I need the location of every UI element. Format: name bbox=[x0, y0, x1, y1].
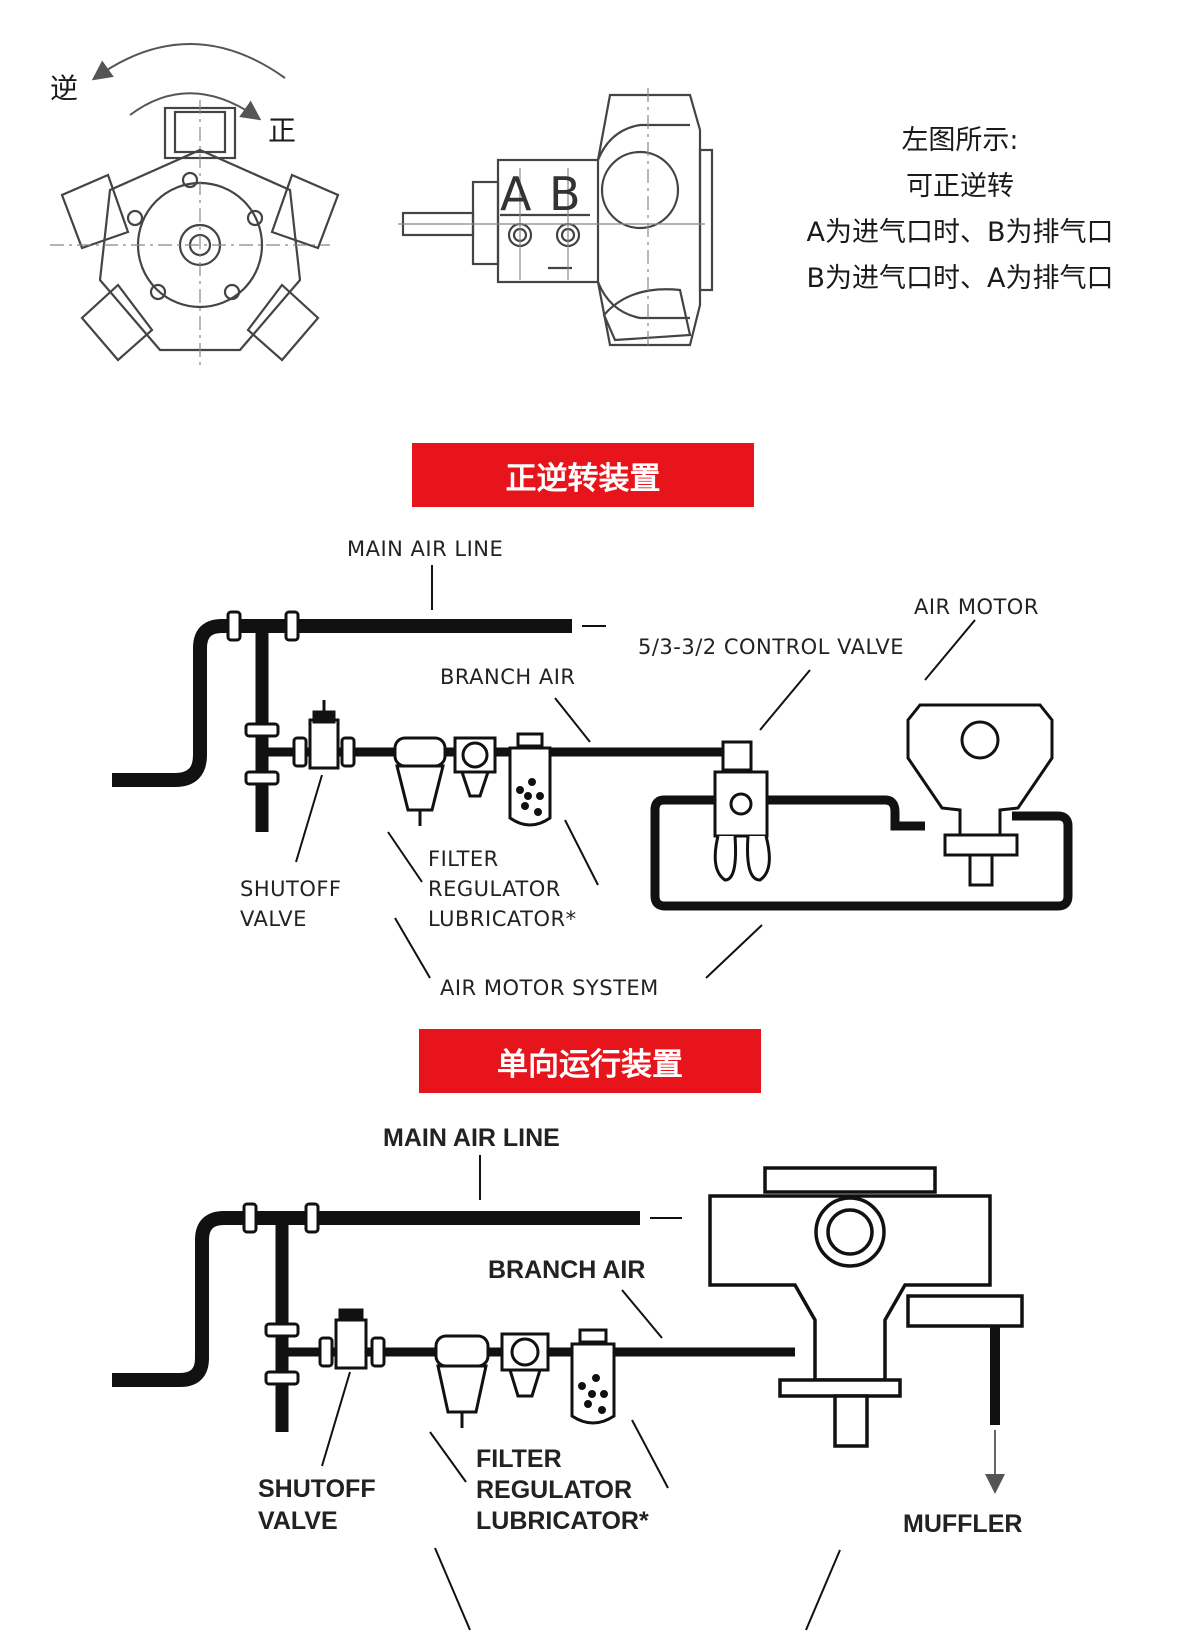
banner-reversing: 正逆转装置 bbox=[412, 443, 754, 507]
label-regulator: REGULATOR bbox=[428, 877, 561, 901]
reversing-system-diagram bbox=[112, 565, 1073, 979]
motor-side-view bbox=[398, 88, 714, 350]
label-control-valve: 5/3-3/2 CONTROL VALVE bbox=[638, 635, 904, 659]
label-valve: VALVE bbox=[240, 907, 307, 931]
reverse-label: 逆 bbox=[50, 72, 78, 105]
label2-filter: FILTER bbox=[476, 1445, 562, 1473]
reversing-system-labels: MAIN AIR LINE AIR MOTOR 5/3-3/2 CONTROL … bbox=[240, 537, 1039, 1000]
label2-valve: VALVE bbox=[258, 1507, 338, 1535]
single-direction-diagram bbox=[112, 1155, 1024, 1631]
label-lubricator: LUBRICATOR* bbox=[428, 907, 577, 931]
label2-branch-air: BRANCH AIR bbox=[488, 1256, 645, 1284]
label2-muffler: MUFFLER bbox=[903, 1510, 1022, 1538]
note-line: 左图所示: bbox=[901, 125, 1019, 156]
label-air-motor: AIR MOTOR bbox=[914, 595, 1039, 619]
label2-shutoff: SHUTOFF bbox=[258, 1475, 376, 1503]
label-air-motor-system: AIR MOTOR SYSTEM bbox=[440, 976, 659, 1000]
port-a-label: A bbox=[500, 167, 532, 221]
note-line: A为进气口时、B为排气口 bbox=[806, 217, 1114, 248]
label-filter: FILTER bbox=[428, 847, 499, 871]
port-b-label: B bbox=[549, 167, 581, 221]
label2-regulator: REGULATOR bbox=[476, 1476, 632, 1504]
label2-lubricator: LUBRICATOR* bbox=[476, 1507, 649, 1535]
label-main-air-line: MAIN AIR LINE bbox=[347, 537, 503, 561]
banner-single-direction: 单向运行装置 bbox=[419, 1029, 761, 1093]
label-branch-air: BRANCH AIR bbox=[440, 665, 576, 689]
label2-main-air-line: MAIN AIR LINE bbox=[383, 1124, 560, 1152]
note-line: B为进气口时、A为排气口 bbox=[806, 263, 1114, 294]
forward-label: 正 bbox=[268, 114, 296, 147]
note-line: 可正逆转 bbox=[906, 171, 1014, 202]
motor-front-view bbox=[50, 43, 340, 370]
label-shutoff: SHUTOFF bbox=[240, 877, 342, 901]
rotation-note: 左图所示: 可正逆转 A为进气口时、B为排气口 B为进气口时、A为排气口 bbox=[790, 118, 1130, 302]
single-direction-labels: MAIN AIR LINE BRANCH AIR FILTER REGULATO… bbox=[258, 1124, 1022, 1538]
